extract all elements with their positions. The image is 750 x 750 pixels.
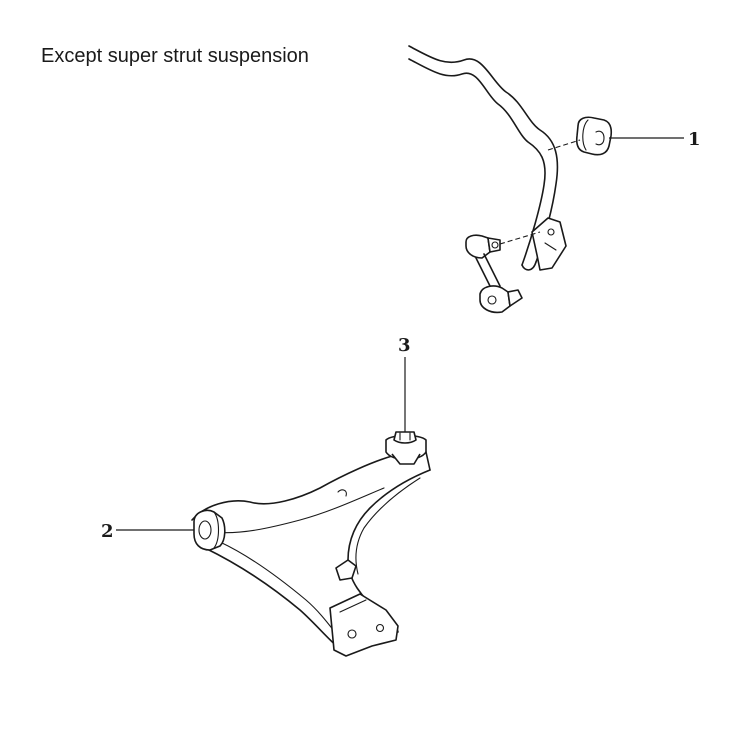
callout-1: 1 — [688, 129, 701, 150]
callout-2: 2 — [101, 521, 114, 542]
stabilizer-bushing — [547, 116, 613, 156]
lower-arm-rear-bushing — [385, 431, 431, 471]
callout-3: 3 — [398, 335, 411, 356]
stabilizer-link — [465, 231, 541, 314]
diagram-caption: Except super strut suspension — [41, 45, 309, 67]
lower-arm-front-bushing — [193, 509, 226, 551]
lower-arm — [191, 455, 431, 657]
stabilizer-bar — [408, 45, 567, 271]
